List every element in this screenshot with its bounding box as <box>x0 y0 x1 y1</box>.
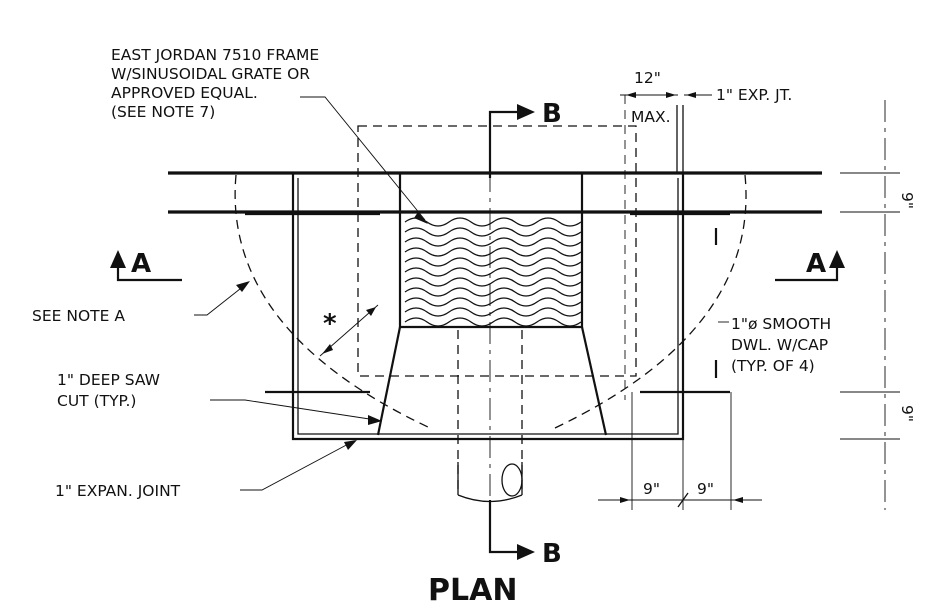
frame-note-line3: APPROVED EQUAL. <box>111 84 258 102</box>
arrow-up-icon <box>110 250 126 268</box>
section-label-b-bottom: B <box>542 539 562 569</box>
section-label-a-left: A <box>131 249 151 279</box>
callout-see-note-a: SEE NOTE A <box>32 281 250 325</box>
pad-inner-joint <box>297 178 679 435</box>
frame-note-line1: EAST JORDAN 7510 FRAME <box>111 46 319 64</box>
pipe-end-ellipse <box>501 463 523 497</box>
frame-taper-left <box>376 326 402 436</box>
structure-outline-dashed <box>357 95 637 400</box>
frame-upper <box>398 173 584 329</box>
pipe-stub <box>457 330 523 503</box>
expan-joint-label: 1" EXPAN. JOINT <box>55 482 181 500</box>
arrow-right-icon <box>517 544 535 560</box>
concrete-pad <box>291 105 685 441</box>
dowel-note-line1: 1"ø SMOOTH <box>731 315 831 333</box>
frame-note-line2: W/SINUSOIDAL GRATE OR <box>111 65 310 83</box>
dim-12-max: 12" MAX. 1" EXP. JT. <box>620 69 792 126</box>
section-marker-a-left: A <box>110 249 182 282</box>
dim-9-left: 9" <box>643 480 660 498</box>
section-label-a-right: A <box>806 249 826 279</box>
arrow-right-icon <box>517 104 535 120</box>
center-lines <box>489 100 886 525</box>
star-label: * <box>323 309 337 339</box>
pavement-lines <box>168 171 822 394</box>
callout-dowel: 1"ø SMOOTH DWL. W/CAP (TYP. OF 4) <box>718 315 831 375</box>
section-label-b-top: B <box>542 99 562 129</box>
arrow-up-icon <box>829 250 845 268</box>
section-marker-b-top: B <box>488 99 562 178</box>
see-note-a-label: SEE NOTE A <box>32 307 125 325</box>
dowel-note-line3: (TYP. OF 4) <box>731 357 815 375</box>
dim-9-right: 9" <box>697 480 714 498</box>
dim-12: 12" <box>634 69 661 87</box>
frame-and-grate <box>376 173 608 436</box>
dim-vertical-9-bottom: 9" <box>898 405 916 422</box>
frame-leader <box>300 96 426 221</box>
star-dimension: * <box>319 304 379 357</box>
plan-title: PLAN <box>428 573 517 608</box>
dim-max: MAX. <box>631 108 671 126</box>
sinusoidal-grate-icon <box>404 217 582 327</box>
saw-cut-line1: 1" DEEP SAW <box>57 371 160 389</box>
frame-taper-right <box>580 326 608 436</box>
arcs <box>234 174 747 429</box>
callout-expan-joint: 1" EXPAN. JOINT <box>55 440 357 500</box>
dowel-note-line2: DWL. W/CAP <box>731 336 828 354</box>
saw-cut-line2: CUT (TYP.) <box>57 392 136 410</box>
pad-outline <box>291 173 685 441</box>
section-marker-b-bottom: B <box>488 500 562 569</box>
dim-vertical-9-top: 9" <box>898 192 916 209</box>
section-marker-a-right: A <box>775 249 845 282</box>
dim-vertical-right: 9" 9" <box>840 172 916 440</box>
structure-rect <box>357 125 637 377</box>
callout-frame: EAST JORDAN 7510 FRAME W/SINUSOIDAL GRAT… <box>111 46 428 224</box>
dim-horizontal-9-9: 9" 9" <box>598 392 762 510</box>
arc-left <box>234 174 431 429</box>
exp-jt-label: 1" EXP. JT. <box>716 86 792 104</box>
frame-note-line4: (SEE NOTE 7) <box>111 103 215 121</box>
callout-saw-cut: 1" DEEP SAW CUT (TYP.) <box>57 371 382 425</box>
